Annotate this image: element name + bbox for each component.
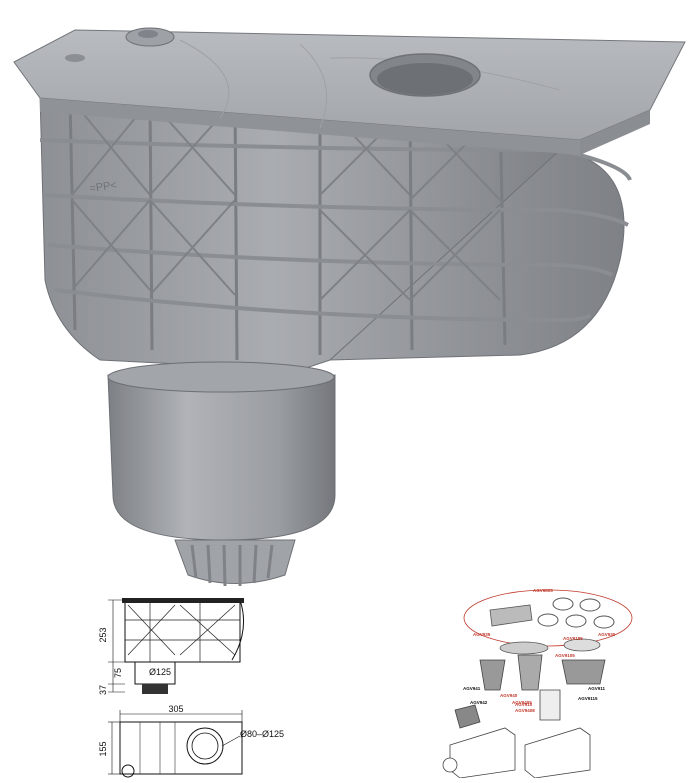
code-agv9408: AGV9408 (515, 708, 535, 713)
dim-depth: 155 (98, 741, 108, 756)
code-agv910: AGV910 (515, 702, 533, 707)
outlet-pipe-collar (107, 361, 335, 393)
trap-sketch-right (524, 727, 591, 779)
code-agv940: AGV940 (500, 693, 518, 698)
dim-height-outlet: 75 (113, 668, 123, 678)
code-agv942: AGV942 (470, 700, 488, 705)
rain-water-trap: =PP< (13, 27, 686, 587)
bottom-filter-basket (174, 539, 296, 587)
dim-height-total: 253 (98, 627, 108, 642)
code-agv9115: AGV9115 (578, 696, 598, 701)
lid-screw (65, 54, 85, 62)
horizontal-ribs (39, 138, 632, 323)
lid-side-edge (580, 110, 650, 155)
seal-part (563, 638, 601, 652)
basket-part-2 (517, 654, 543, 691)
code-agv9105: AGV9105 (555, 653, 575, 658)
inlet-hole-inner (377, 63, 473, 95)
code-agv935: AGV935 (473, 632, 491, 637)
ring-part (499, 641, 549, 655)
code-agv9805: AGV9805 (533, 588, 553, 593)
code-agv9405: AGV9405 (512, 700, 532, 705)
dim-width: 305 (168, 704, 183, 714)
plan-view: 305 155 Ø80–Ø125 (98, 704, 284, 778)
accessories-highlight-ring (463, 589, 633, 647)
material-mark: =PP< (89, 179, 118, 195)
overflow-nozzle-hole (138, 30, 158, 38)
code-agv930: AGV930 (598, 632, 616, 637)
code-agv9185: AGV9185 (563, 636, 583, 641)
trap-sketch-left (449, 727, 516, 779)
grate-part (489, 604, 533, 627)
technical-drawing: 253 75 37 Ø125 305 (98, 598, 284, 778)
outlet-pipe (107, 374, 336, 541)
front-view: 253 75 37 Ø125 (98, 598, 245, 695)
dim-outlet-diameter: Ø125 (149, 667, 171, 677)
dim-height-bottom: 37 (98, 685, 108, 695)
brush-part (454, 704, 481, 729)
dim-diameter-range: Ø80–Ø125 (240, 729, 284, 739)
accessories-diagram: AGV9805 AGV935 AGV930 AGV9185 AGV941 AGV… (442, 588, 633, 779)
basket-part-1 (479, 659, 506, 691)
lid-edge (40, 98, 580, 155)
code-agv911: AGV911 (588, 686, 606, 691)
flap-part (539, 689, 561, 721)
frame-part (561, 659, 606, 685)
code-agv941: AGV941 (463, 686, 481, 691)
pipe-sketch (442, 757, 458, 773)
cross-bracing (71, 99, 501, 301)
